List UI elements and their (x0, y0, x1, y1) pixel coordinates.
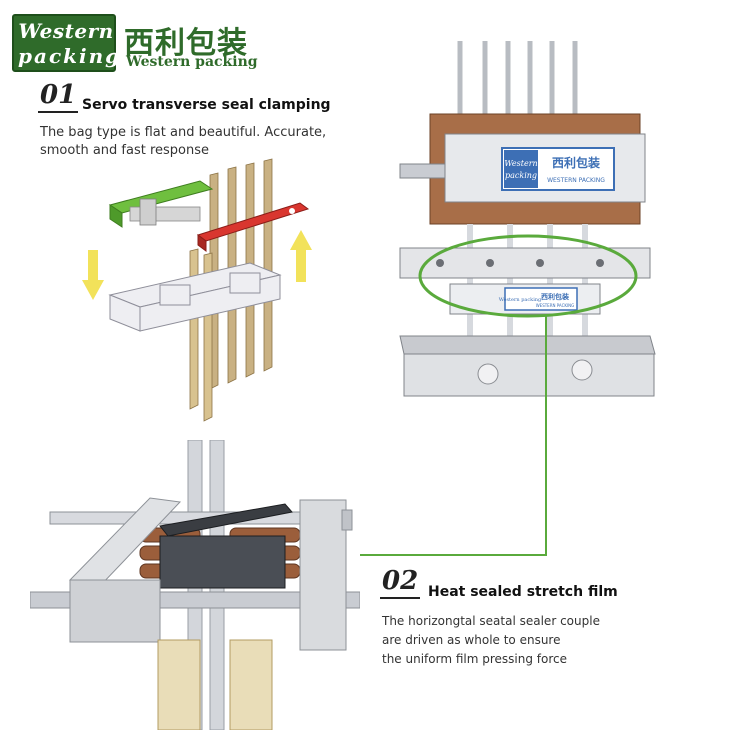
dark-seal-block (159, 535, 286, 589)
dark-seal-bar (159, 503, 293, 537)
film-strips (209, 158, 273, 390)
logo-text-line2: packing (18, 44, 122, 68)
section1-underline (38, 111, 78, 113)
section1-description: The bag type is flat and beautiful. Accu… (40, 124, 340, 160)
section1-number: 01 (40, 80, 77, 110)
section2-underline (380, 597, 420, 599)
bottom-tray (399, 335, 656, 397)
machine-nameplate (501, 147, 615, 191)
section2-number: 02 (382, 566, 419, 596)
servo-clamping-diagram (82, 158, 312, 422)
right-jaw-block (299, 499, 353, 651)
small-nameplate-english: WESTERN PACKING (536, 303, 575, 308)
nameplate-chinese: 西利包装 (552, 155, 600, 170)
red-seal-jaw (196, 202, 310, 252)
section2-desc-line1: The horizongtal seatal sealer couple (382, 614, 600, 628)
section1-title: Servo transverse seal clamping (82, 97, 331, 113)
nameplate-line1: Western (504, 159, 537, 168)
small-nameplate (504, 287, 578, 311)
machine-photo: Western packing 西利包装 WESTERN PACKING Wes… (399, 41, 656, 397)
nameplate-english: WESTERN PACKING (547, 177, 605, 184)
vertical-rods (457, 41, 578, 116)
brand-logo: Western packing (12, 14, 122, 72)
section2-title: Heat sealed stretch film (428, 584, 618, 600)
brand-english-name: Western packing (126, 54, 258, 70)
lower-seal-assembly (108, 262, 282, 332)
closeup-film-strips (157, 639, 273, 730)
section1-desc-line1: The bag type is flat and beautiful. Accu… (40, 125, 327, 140)
section2-desc-line2: are driven as whole to ensure (382, 633, 561, 647)
section2-description: The horizongtal seatal sealer couple are… (382, 612, 712, 669)
brand-chinese-name: 西利包装 (124, 26, 248, 61)
section2-desc-line3: the uniform film pressing force (382, 652, 568, 666)
clamp-bolts (436, 259, 604, 267)
section1-desc-line2: smooth and fast response (40, 143, 209, 158)
nameplate-line2: packing (505, 171, 537, 180)
sealer-closeup-photo (30, 440, 360, 730)
left-jaw-block (68, 497, 182, 643)
small-nameplate-chinese: 西利包装 (541, 292, 569, 301)
down-arrow-icon (82, 250, 104, 300)
up-arrow-icon (290, 230, 312, 282)
small-nameplate-left: Western packing (499, 297, 542, 303)
logo-text-line1: Western (18, 19, 114, 43)
upper-seal-assembly (108, 180, 214, 228)
